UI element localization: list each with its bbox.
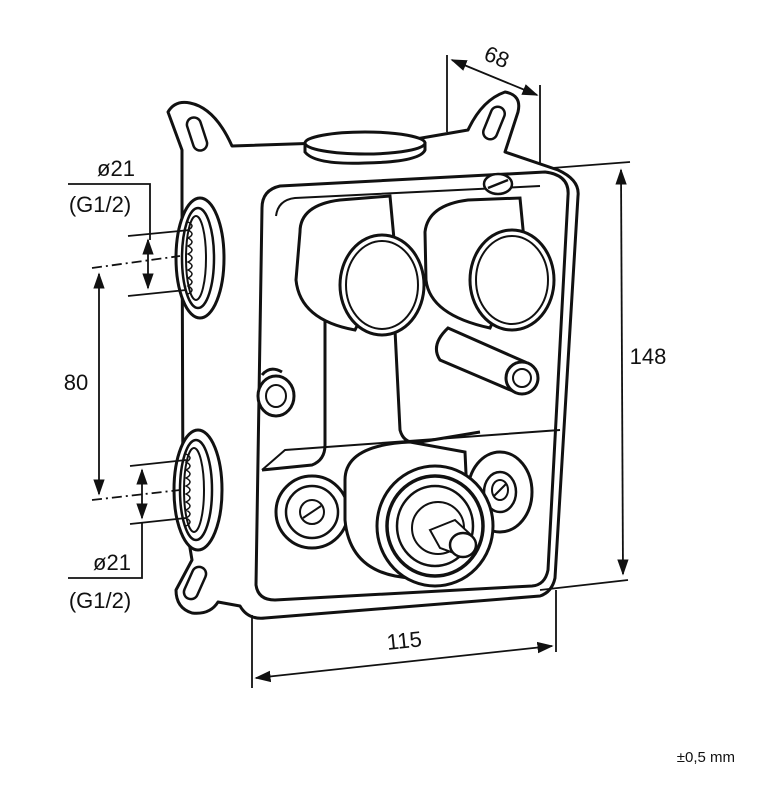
width-label: 115 (385, 626, 422, 655)
right-outlet-cylinder (423, 196, 556, 332)
dimension-lines (68, 55, 631, 688)
lower-left-plug (274, 474, 350, 550)
upper-thread-label: (G1/2) (69, 192, 131, 217)
valve-cartridge (343, 440, 495, 588)
tolerance-note: ±0,5 mm (677, 749, 735, 766)
mounting-slots (182, 105, 506, 601)
top-screw (482, 172, 514, 196)
top-cap (303, 130, 427, 165)
left-boss (256, 367, 296, 418)
inner-box (254, 170, 570, 602)
upper-side-port (174, 196, 226, 320)
lower-thread-label: (G1/2) (69, 588, 131, 613)
small-pipe (434, 326, 540, 396)
depth-label: 68 (481, 41, 513, 73)
left-outlet-cylinder (294, 194, 426, 337)
height-label: 148 (630, 344, 667, 369)
spacing-label: 80 (64, 370, 88, 395)
lower-diameter-label: ø21 (93, 550, 131, 575)
lower-side-port (172, 428, 224, 552)
internal-channels (261, 320, 481, 472)
upper-diameter-label: ø21 (97, 156, 135, 181)
